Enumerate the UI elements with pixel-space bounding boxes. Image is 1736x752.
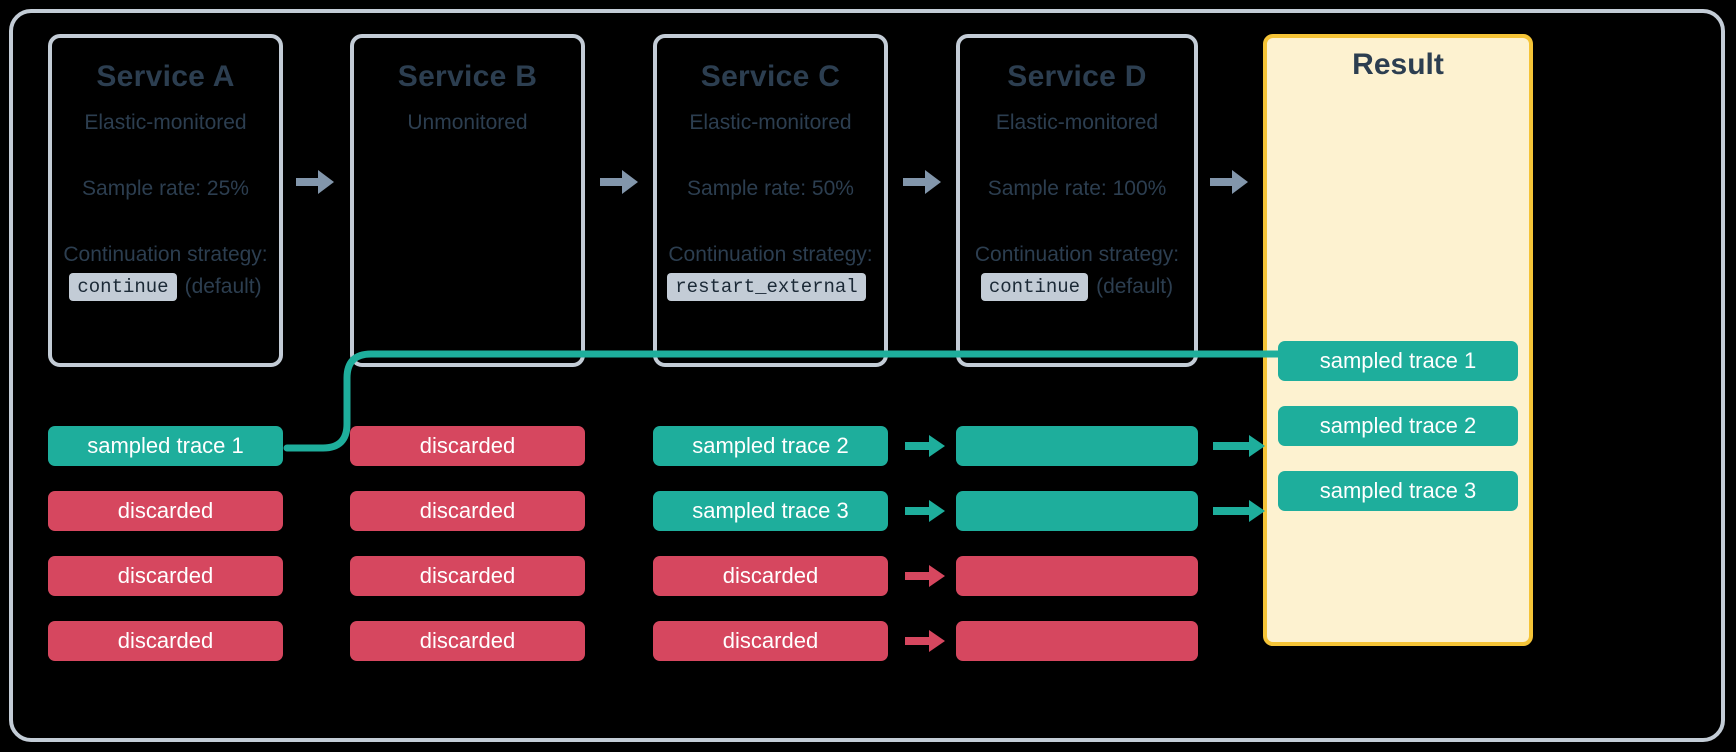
result-pill: sampled trace 2 xyxy=(1278,406,1518,446)
service-strategy-row: continue (default) xyxy=(980,273,1174,302)
trace-pill: sampled trace 1 xyxy=(48,426,283,466)
arrow-right-icon xyxy=(905,630,945,652)
result-panel xyxy=(1263,34,1533,646)
trace-pill xyxy=(956,621,1198,661)
result-pill: sampled trace 1 xyxy=(1278,341,1518,381)
trace-pill: discarded xyxy=(350,556,585,596)
service-box-a: Service A Elastic-monitored Sample rate:… xyxy=(48,34,283,367)
service-sample-rate: Sample rate: 25% xyxy=(82,177,249,200)
service-title: Service D xyxy=(1007,60,1147,93)
arrow-right-icon xyxy=(1210,170,1248,194)
service-title: Service C xyxy=(700,60,841,93)
trace-pill xyxy=(956,426,1198,466)
trace-pill: sampled trace 3 xyxy=(653,491,888,531)
service-monitoring: Elastic-monitored xyxy=(84,111,247,134)
service-strategy-code: restart_external xyxy=(667,273,866,302)
arrow-right-icon xyxy=(1213,435,1265,457)
trace-pill: discarded xyxy=(48,491,283,531)
trace-pill: discarded xyxy=(350,621,585,661)
trace-pill: discarded xyxy=(350,426,585,466)
trace-pill: discarded xyxy=(653,556,888,596)
trace-pill xyxy=(956,491,1198,531)
arrow-right-icon xyxy=(905,565,945,587)
trace-pill: discarded xyxy=(48,621,283,661)
service-monitoring: Unmonitored xyxy=(407,111,528,134)
service-title: Service B xyxy=(397,60,538,93)
service-title: Service A xyxy=(96,60,235,93)
service-box-b: Service B Unmonitored xyxy=(350,34,585,367)
service-strategy-note: (default) xyxy=(1096,275,1174,299)
trace-pill: discarded xyxy=(653,621,888,661)
service-box-d: Service D Elastic-monitored Sample rate:… xyxy=(956,34,1198,367)
service-strategy-code: continue xyxy=(980,273,1089,302)
service-strategy-label: Continuation strategy: xyxy=(668,243,873,266)
service-strategy-note: (default) xyxy=(184,275,262,299)
service-strategy-code: continue xyxy=(69,273,177,302)
arrow-right-icon xyxy=(1213,500,1265,522)
arrow-right-icon xyxy=(600,170,638,194)
result-pill: sampled trace 3 xyxy=(1278,471,1518,511)
arrow-right-icon xyxy=(296,170,334,194)
arrow-right-icon xyxy=(905,435,945,457)
trace-pill: discarded xyxy=(48,556,283,596)
trace-pill xyxy=(956,556,1198,596)
service-strategy-row: continue (default) xyxy=(69,273,262,302)
service-sample-rate: Sample rate: 50% xyxy=(687,177,854,200)
arrow-right-icon xyxy=(905,500,945,522)
trace-pill: discarded xyxy=(350,491,585,531)
trace-pill: sampled trace 2 xyxy=(653,426,888,466)
service-strategy-label: Continuation strategy: xyxy=(974,243,1180,266)
service-strategy-label: Continuation strategy: xyxy=(63,243,268,266)
service-box-c: Service C Elastic-monitored Sample rate:… xyxy=(653,34,888,367)
arrow-right-icon xyxy=(903,170,941,194)
result-title: Result xyxy=(1352,48,1444,81)
service-sample-rate: Sample rate: 100% xyxy=(987,177,1167,200)
service-monitoring: Elastic-monitored xyxy=(995,111,1159,134)
service-strategy-row: restart_external xyxy=(667,273,873,302)
service-monitoring: Elastic-monitored xyxy=(689,111,852,134)
